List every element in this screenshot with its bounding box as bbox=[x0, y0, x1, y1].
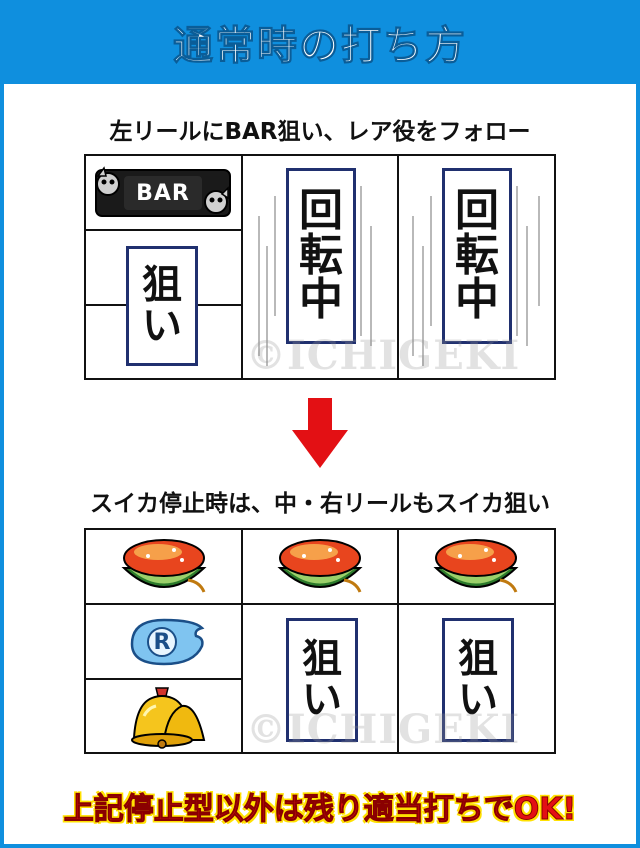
target-tag-left: 狙 い bbox=[126, 246, 198, 366]
bar-symbol-icon bbox=[95, 166, 231, 217]
page-title: 通常時の打ち方 bbox=[173, 23, 467, 70]
bar-symbol: BAR bbox=[94, 164, 232, 222]
tag-char: 中 bbox=[299, 274, 343, 326]
arrow-down-icon bbox=[292, 398, 348, 468]
reel-divider bbox=[397, 156, 399, 378]
replay-symbol: R bbox=[124, 614, 208, 670]
spin-streak bbox=[430, 196, 432, 326]
spinning-tag-center: 回 転 中 bbox=[286, 168, 356, 344]
spin-streak bbox=[258, 216, 260, 356]
footer-note: 上記停止型以外は残り適当打ちでOK! bbox=[63, 792, 577, 828]
reel-divider bbox=[241, 530, 243, 752]
spin-streak bbox=[274, 196, 276, 316]
reel-divider bbox=[397, 530, 399, 752]
tag-char: 中 bbox=[455, 274, 499, 326]
spin-streak bbox=[526, 226, 528, 346]
tag-char: 転 bbox=[299, 229, 343, 281]
spin-streak bbox=[422, 246, 424, 366]
section2-caption: スイカ停止時は、中・右リールもスイカ狙い bbox=[90, 491, 550, 517]
spin-streak bbox=[266, 246, 268, 366]
spin-streak bbox=[516, 186, 518, 336]
watermelon-icon bbox=[121, 539, 207, 593]
watermelon-icon bbox=[277, 539, 363, 593]
row-divider bbox=[86, 678, 241, 680]
bar-symbol-text: BAR bbox=[136, 180, 190, 206]
section1-caption: 左リールにBAR狙い、レア役をフォロー bbox=[109, 119, 531, 145]
watermelon-icon bbox=[433, 539, 519, 593]
replay-icon bbox=[130, 618, 205, 666]
target-tag-right: 狙 い bbox=[442, 618, 514, 742]
row-divider bbox=[86, 603, 556, 605]
tag-char: 狙 bbox=[142, 262, 182, 309]
bell-icon bbox=[131, 687, 206, 749]
tag-char: い bbox=[458, 677, 498, 723]
tag-char: 狙 bbox=[458, 636, 498, 683]
spin-streak bbox=[370, 226, 372, 346]
reel-grid-1: BAR 狙 い 回 転 中 回 転 中 ©ICHIGEKI bbox=[84, 154, 556, 380]
spin-streak bbox=[412, 216, 414, 356]
tag-char: い bbox=[302, 677, 342, 723]
tag-char: い bbox=[142, 303, 182, 349]
tag-char: 狙 bbox=[302, 636, 342, 683]
tag-char: 回 bbox=[299, 184, 343, 236]
header-banner: 通常時の打ち方 bbox=[0, 0, 640, 84]
spinning-tag-right: 回 転 中 bbox=[442, 168, 512, 344]
replay-letter: R bbox=[153, 629, 171, 655]
spin-streak bbox=[360, 186, 362, 336]
tag-char: 回 bbox=[455, 184, 499, 236]
row-divider bbox=[86, 229, 241, 231]
reel-grid-2: R 狙 い 狙 い ©ICHIGEKI bbox=[84, 528, 556, 754]
tag-char: 転 bbox=[455, 229, 499, 281]
reel-divider bbox=[241, 156, 243, 378]
target-tag-center: 狙 い bbox=[286, 618, 358, 742]
spin-streak bbox=[538, 196, 540, 306]
